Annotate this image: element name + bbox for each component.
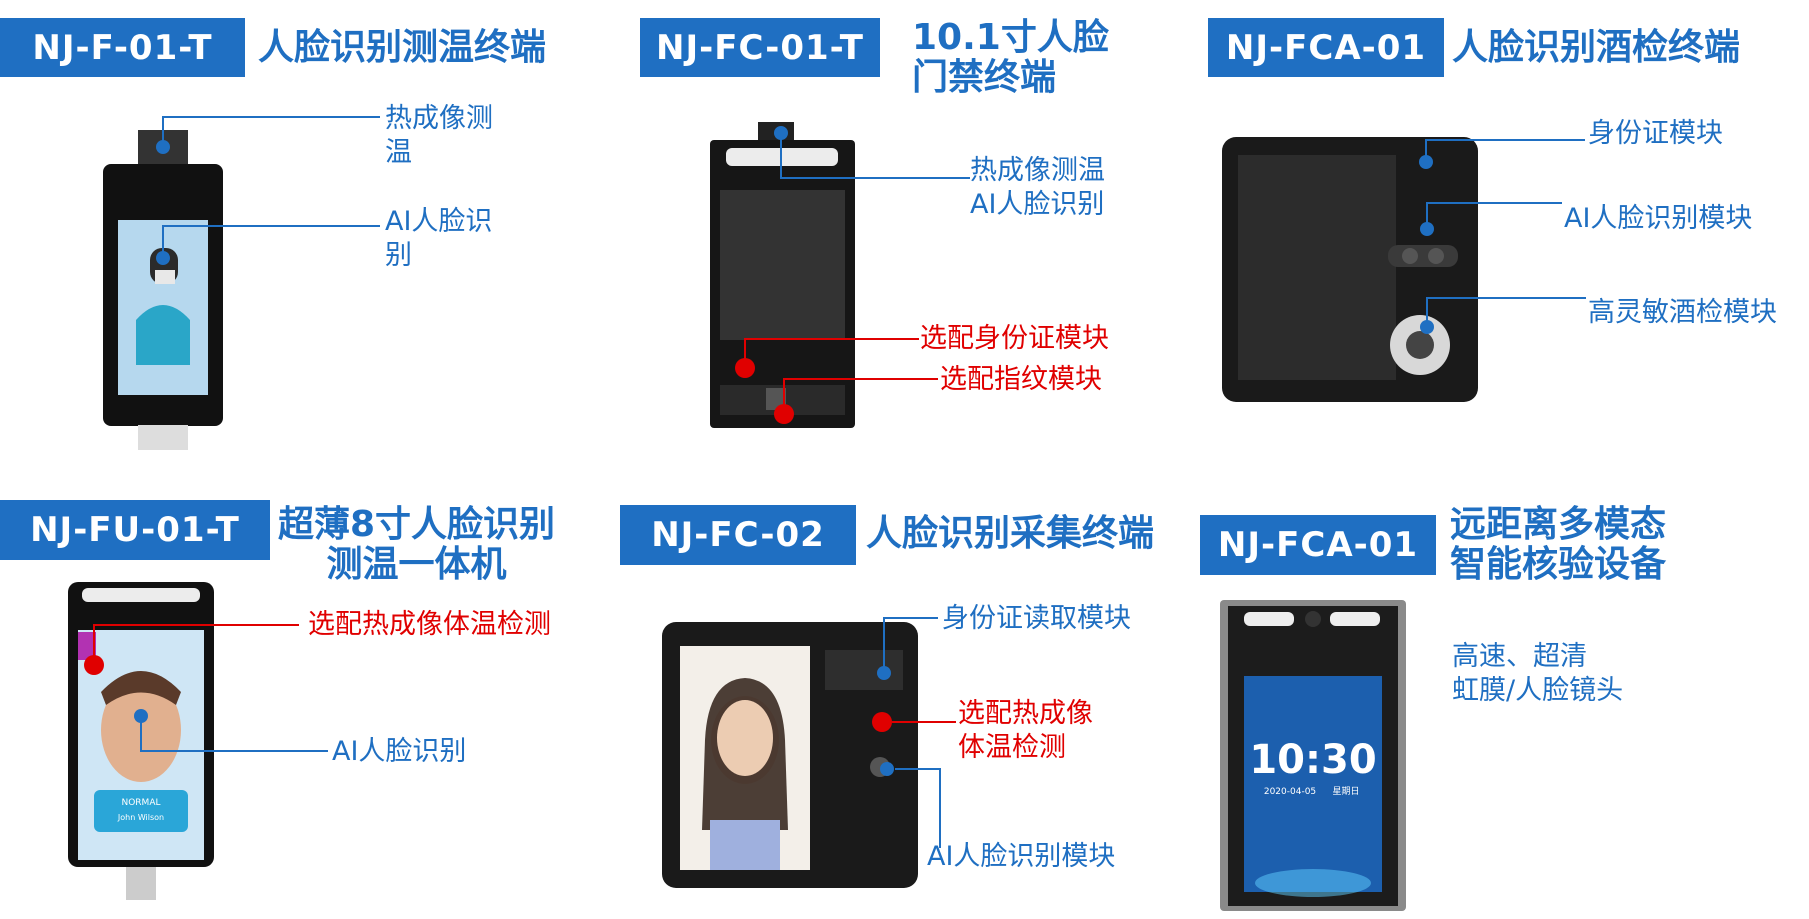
callout-line [939, 768, 941, 848]
callout-line [1426, 202, 1428, 228]
callout-line [162, 116, 380, 118]
screen-name-text: John Wilson [117, 813, 164, 822]
model-badge-3: NJ-FCA-01 [1208, 18, 1444, 77]
annotation-label: AI人脸识 别 [385, 206, 493, 271]
callout-line [162, 225, 380, 227]
callout-line [162, 116, 164, 146]
model-code: NJ-F-01-T [32, 27, 213, 68]
callout-line [883, 617, 885, 672]
callout-dot [156, 251, 170, 265]
device-image-5 [662, 622, 918, 888]
callout-dot [84, 655, 104, 675]
product-title-1: 人脸识别测温终端 [258, 27, 547, 68]
callout-dot [1420, 320, 1434, 334]
screen-status-text: NORMAL [121, 798, 160, 808]
annotation-label: 热成像测温 AI人脸识别 [970, 155, 1105, 220]
callout-line [780, 132, 782, 178]
callout-line [883, 617, 938, 619]
screen-clock: 10:30 [1249, 737, 1376, 783]
callout-line [1426, 202, 1562, 204]
model-badge-2: NJ-FC-01-T [640, 18, 880, 77]
callout-line [783, 378, 938, 380]
annotation-label: 选配身份证模块 [920, 323, 1109, 354]
callout-line [744, 338, 919, 340]
annotation-label: 选配指纹模块 [940, 364, 1102, 395]
annotation-label: 身份证读取模块 [942, 603, 1131, 634]
annotation-label: 高灵敏酒检模块 [1588, 297, 1777, 328]
annotation-label: AI人脸识别模块 [1564, 203, 1753, 234]
callout-line [140, 750, 328, 752]
callout-dot [877, 666, 891, 680]
annotation-label: 高速、超清 虹膜/人脸镜头 [1452, 641, 1624, 706]
annotation-label: AI人脸识别 [332, 736, 467, 767]
callout-line [1426, 297, 1428, 324]
annotation-label: 热成像测 温 [385, 103, 493, 168]
callout-line [783, 378, 785, 406]
device-image-1 [103, 130, 223, 450]
model-badge-1: NJ-F-01-T [0, 18, 245, 77]
screen-weekday: 星期日 [1332, 786, 1359, 797]
model-badge-5: NJ-FC-02 [620, 505, 856, 565]
callout-line [780, 177, 970, 179]
callout-line [744, 338, 746, 364]
product-title-3: 人脸识别酒检终端 [1452, 27, 1741, 68]
model-code: NJ-FC-01-T [656, 27, 864, 68]
callout-dot [872, 712, 892, 732]
callout-line [162, 225, 164, 257]
callout-line [895, 768, 940, 770]
callout-line [140, 715, 142, 751]
device-image-3 [1222, 137, 1478, 402]
model-badge-4: NJ-FU-01-T [0, 500, 270, 560]
callout-line [1425, 139, 1585, 141]
model-badge-6: NJ-FCA-01 [1200, 515, 1436, 575]
device-image-6: 10:30 2020-04-05 星期日 [1220, 600, 1406, 911]
callout-dot [156, 140, 170, 154]
callout-line [93, 624, 95, 660]
device-image-2 [710, 122, 855, 428]
callout-line [1425, 139, 1427, 161]
model-code: NJ-FCA-01 [1225, 27, 1427, 68]
screen-date: 2020-04-05 [1264, 787, 1316, 797]
callout-line [892, 721, 956, 723]
annotation-label: 身份证模块 [1588, 118, 1723, 149]
callout-dot [735, 358, 755, 378]
callout-dot [1420, 222, 1434, 236]
product-title-5: 人脸识别采集终端 [866, 513, 1155, 554]
model-code: NJ-FU-01-T [30, 510, 240, 550]
annotation-label: AI人脸识别模块 [927, 841, 1116, 872]
product-title-4: 超薄8寸人脸识别 测温一体机 [278, 504, 556, 585]
annotation-label: 选配热成像体温检测 [308, 609, 551, 640]
callout-line [93, 624, 299, 626]
callout-dot [774, 404, 794, 424]
annotation-label: 选配热成像 体温检测 [958, 698, 1093, 763]
product-title-2: 10.1寸人脸 门禁终端 [912, 17, 1109, 98]
callout-dot [880, 762, 894, 776]
model-code: NJ-FCA-01 [1217, 525, 1419, 565]
product-title-6: 远距离多模态 智能核验设备 [1450, 504, 1667, 585]
callout-dot [1419, 155, 1433, 169]
callout-line [1426, 297, 1586, 299]
model-code: NJ-FC-02 [651, 515, 825, 555]
